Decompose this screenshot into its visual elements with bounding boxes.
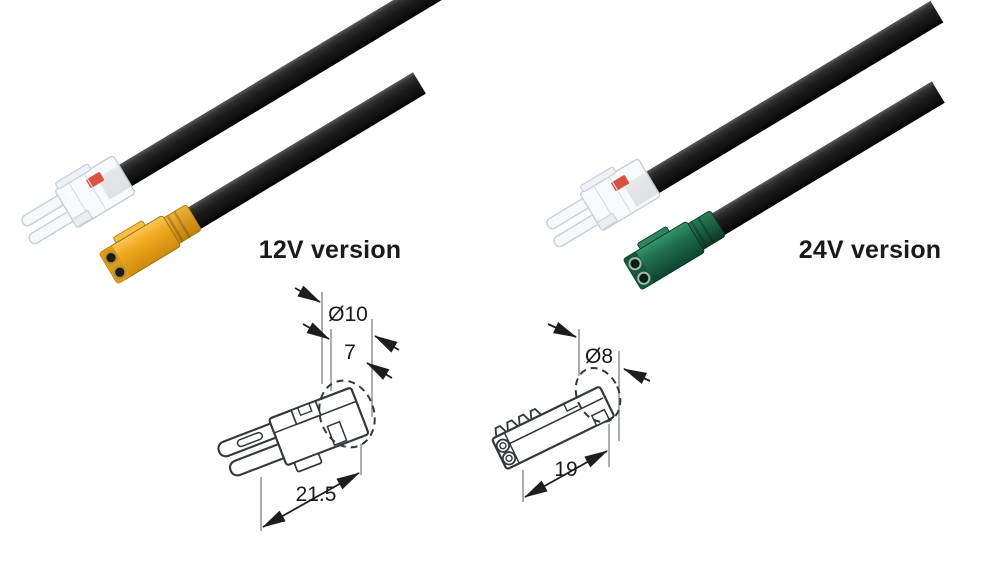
dimension-arrow bbox=[374, 335, 400, 353]
cable bbox=[96, 0, 446, 200]
plug-outline bbox=[491, 386, 615, 470]
snap-in-plug-12v bbox=[99, 205, 202, 284]
drawing-plug: Ø8 19 bbox=[491, 321, 651, 502]
dimension-arrow bbox=[623, 368, 651, 384]
led-strip-clip-connector bbox=[546, 158, 661, 248]
dim-label-diameter: Ø8 bbox=[585, 345, 613, 368]
dim-label-length: 19 bbox=[554, 458, 577, 481]
cable bbox=[181, 72, 426, 233]
snap-in-plug-24v bbox=[623, 211, 726, 290]
cable bbox=[705, 81, 945, 239]
caption-12v: 12V version bbox=[259, 236, 402, 264]
led-strip-clip-connector bbox=[21, 155, 136, 245]
pin-socket bbox=[104, 251, 118, 265]
pin-socket bbox=[628, 257, 642, 271]
dim-label-length: 21.5 bbox=[296, 483, 337, 506]
cable bbox=[623, 0, 944, 207]
dimension-arrow bbox=[294, 285, 321, 303]
detail-ellipse bbox=[574, 367, 622, 423]
drawing-strip-clip: Ø10 7 21.5 bbox=[217, 285, 400, 531]
dimension-arrow bbox=[366, 362, 393, 380]
caption-24v: 24V version bbox=[799, 236, 942, 264]
pin-socket bbox=[113, 265, 127, 279]
dimension-arrow bbox=[547, 321, 577, 338]
detail-ellipse bbox=[318, 379, 376, 449]
photo-12v-lead: 12V version bbox=[21, 0, 446, 284]
photo-24v-lead: 24V version bbox=[546, 0, 945, 290]
dimension-line bbox=[524, 450, 608, 498]
clip-outline bbox=[217, 387, 370, 477]
dimension-line bbox=[262, 472, 360, 528]
pin-socket bbox=[637, 271, 651, 285]
dim-label-depth: 7 bbox=[344, 341, 356, 364]
dimension-arrow bbox=[302, 322, 330, 340]
dim-label-diameter: Ø10 bbox=[328, 303, 368, 326]
